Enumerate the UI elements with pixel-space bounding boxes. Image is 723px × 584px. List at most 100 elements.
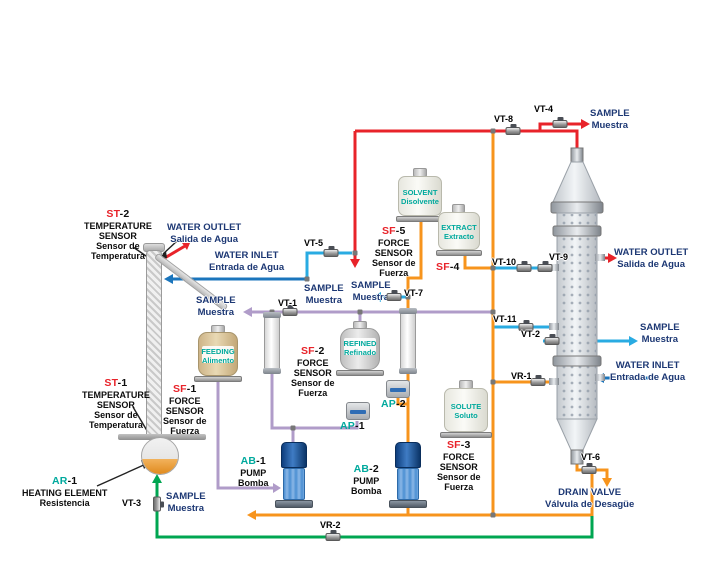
ab2-name-es: Bomba [351, 485, 382, 496]
sample-vt5-es: Muestra [305, 294, 343, 306]
extract-vessel: EXTRACT Extracto [438, 212, 480, 250]
sf5-prefix: SF [381, 225, 396, 237]
sf3-name-en2: SENSOR [439, 461, 478, 472]
refined-label-es: Refinado [343, 348, 377, 357]
valve-vt10 [516, 261, 532, 272]
ar1-name-es: Resistencia [39, 497, 90, 508]
label-sample-right: SAMPLE Muestra [640, 322, 680, 346]
sf3-platform [440, 432, 492, 438]
st1-name-es2: Temperatura [88, 419, 143, 430]
ab1-code: AB-1 [238, 455, 269, 468]
st1-prefix: ST [104, 377, 118, 389]
column-bottom-stub [570, 449, 584, 465]
sf2-platform [336, 370, 384, 376]
valve-label-vt5: VT-5 [304, 238, 324, 248]
st1-suffix: -1 [117, 377, 128, 389]
valve-label-vt11: VT-11 [493, 314, 517, 324]
solute-vessel-label: SOLUTE Soluto [445, 402, 487, 420]
st2-code: ST-2 [84, 208, 152, 221]
sf2-name-en1: FORCE [297, 357, 329, 368]
solvent-label-es: Disolvente [401, 197, 439, 206]
valve-label-vt1: VT-1 [278, 298, 298, 308]
valve-vt9 [537, 261, 553, 272]
sf5-name-en2: SENSOR [374, 247, 413, 258]
ap2-prefix: AP [381, 398, 396, 410]
arrow-sample-top-right [581, 119, 590, 129]
label-sample-left: SAMPLE Muestra [196, 295, 236, 319]
valve-vt8 [505, 124, 521, 135]
label-sample-vt7: SAMPLE Muestra [351, 280, 391, 304]
valve-vt1 [282, 305, 298, 316]
label-ar1: AR-1 HEATING ELEMENT Resistencia [22, 475, 107, 508]
arrow-sample-vt7 [372, 292, 381, 302]
st2-name-es2: Temperatura [90, 250, 145, 261]
ab2-suffix: -2 [369, 463, 379, 475]
dampener-ap1 [346, 402, 370, 420]
st1-code: ST-1 [82, 377, 150, 390]
label-ab1: AB-1 PUMP Bomba [238, 455, 269, 488]
label-st2: ST-2 TEMPERATURE SENSOR Sensor de Temper… [84, 208, 152, 261]
pump-ab1-body [283, 468, 305, 500]
sample-vt3-es: Muestra [167, 502, 205, 514]
label-sample-vt5: SAMPLE Muestra [304, 283, 344, 307]
sf2-suffix: -2 [314, 345, 325, 357]
sf1-name-en1: FORCE [169, 395, 201, 406]
solvent-vessel: SOLVENT Disolvente [398, 176, 442, 216]
column-nozzle-left-1 [549, 264, 559, 271]
label-sf4: SF-4 [436, 261, 460, 274]
arrow-drain [602, 478, 612, 487]
sf5-name-es1: Sensor de [372, 257, 416, 268]
column-nozzle-right-2 [595, 374, 605, 381]
st2-suffix: -2 [119, 208, 130, 220]
sf3-code: SF-3 [437, 439, 481, 452]
label-sf2: SF-2 FORCE SENSOR Sensor de Fuerza [291, 345, 335, 398]
label-sample-vt3: SAMPLE Muestra [166, 491, 206, 515]
ap2-code: AP-2 [381, 398, 406, 411]
boiling-flask [141, 437, 179, 475]
arrow-red-down [350, 259, 360, 268]
valve-label-vt6: VT-6 [581, 452, 601, 462]
arrow-water-outlet-left [182, 243, 190, 250]
valve-label-vt10: VT-10 [492, 257, 517, 267]
column-nozzle-left-3 [549, 378, 559, 385]
valve-label-vt7: VT-7 [404, 288, 424, 298]
column-flange-mid1 [552, 225, 602, 237]
arrow-feed-pump [273, 483, 281, 493]
column-nozzle-left-2 [549, 323, 559, 330]
water-inlet-right-es: Entrada de Agua [610, 371, 686, 383]
solute-label-en: SOLUTE [450, 402, 482, 411]
water-outlet-right-es: Salida de Agua [617, 258, 685, 270]
label-st1: ST-1 TEMPERATURE SENSOR Sensor de Temper… [82, 377, 150, 430]
sf5-code: SF-5 [372, 225, 416, 238]
sf2-name-es2: Fuerza [298, 387, 328, 398]
solute-vessel: SOLUTE Soluto [444, 388, 488, 432]
st2-prefix: ST [106, 208, 120, 220]
sample-left-en: SAMPLE [196, 295, 236, 306]
valve-vt7 [386, 290, 402, 301]
pump-ab1-base [275, 500, 313, 508]
label-water-outlet-left: WATER OUTLET Salida de Agua [167, 222, 241, 246]
sample-right-en: SAMPLE [640, 322, 680, 333]
drain-valve-en: DRAIN VALVE [558, 487, 622, 498]
feeding-label-es: Alimento [201, 356, 235, 365]
sf5-platform [396, 216, 444, 222]
sf1-platform [194, 376, 242, 382]
sf1-prefix: SF [172, 383, 187, 395]
valve-vt6 [581, 463, 597, 474]
extraction-column [549, 147, 605, 465]
ap1-suffix: -1 [355, 420, 365, 432]
label-water-outlet-right: WATER OUTLET Salida de Agua [614, 247, 688, 271]
valve-vt5 [323, 246, 339, 257]
arrow-orange-left [247, 510, 256, 520]
label-ap2: AP-2 [381, 398, 406, 411]
label-water-inlet-left: WATER INLET Entrada de Agua [209, 250, 284, 274]
arrow-sample-vt1 [243, 307, 252, 317]
ar1-prefix: AR [52, 475, 68, 487]
valve-vt4 [552, 117, 568, 128]
ab1-name-es: Bomba [238, 477, 269, 488]
label-sf1: SF-1 FORCE SENSOR Sensor de Fuerza [163, 383, 207, 436]
column-top-stub [570, 147, 584, 163]
sf4-suffix: -4 [449, 261, 460, 273]
dampener-ap2 [386, 380, 410, 398]
sf2-prefix: SF [300, 345, 315, 357]
